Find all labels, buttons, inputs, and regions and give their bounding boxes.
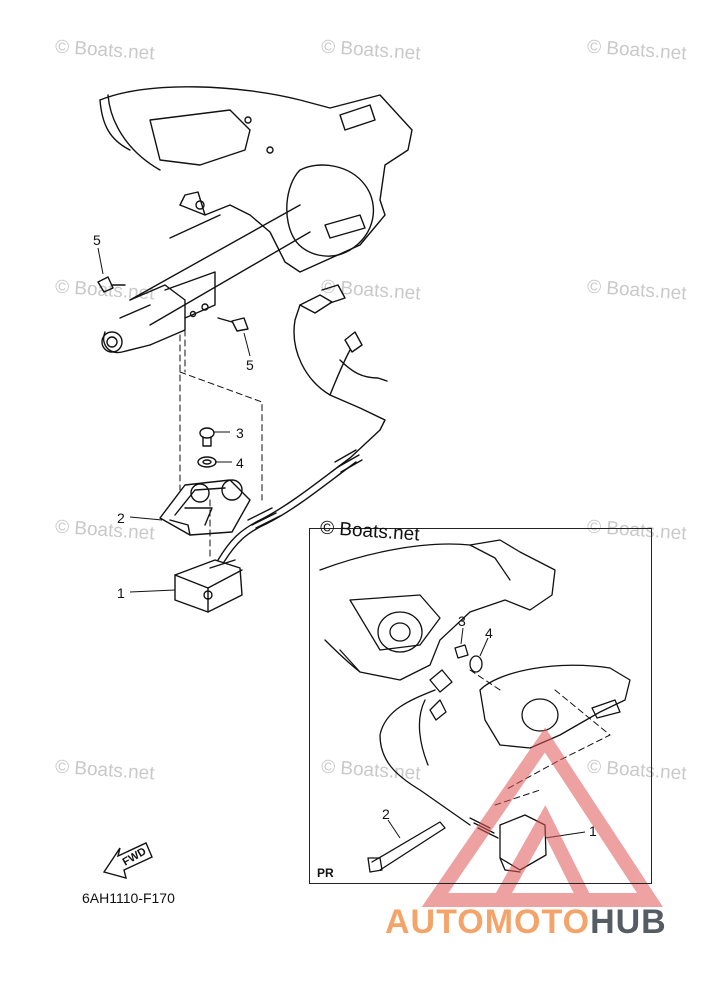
callout-2: 2 — [117, 510, 125, 526]
inset-label-pr: PR — [317, 866, 334, 880]
callout-3: 3 — [236, 425, 244, 441]
callout-5: 5 — [246, 357, 254, 373]
holder-bracket-2-drawing — [159, 479, 251, 536]
logo-part2: HUB — [590, 903, 667, 941]
inset-drawing — [319, 539, 631, 873]
callout-5: 5 — [93, 232, 101, 248]
callout-1: 1 — [117, 585, 125, 601]
wire-harness-drawing — [217, 284, 388, 563]
callout-4: 4 — [236, 455, 244, 471]
inset-callout-2: 2 — [382, 806, 390, 822]
screw-5-lower — [217, 317, 249, 332]
inset-callout-4: 4 — [485, 625, 493, 641]
warning-triangle-icon — [421, 727, 663, 907]
logo-part1: AUTOMOTO — [385, 903, 591, 941]
steering-shaft-drawing — [101, 204, 311, 354]
washer-4-drawing — [197, 456, 217, 468]
swivel-bracket-drawing — [99, 86, 413, 273]
part-code: 6AH1110-F170 — [82, 890, 175, 906]
screw-5-upper — [97, 276, 126, 293]
fwd-arrow-icon — [102, 842, 153, 879]
automotohub-logo: AUTOMOTOHUB — [385, 903, 667, 942]
trim-sensor-1-drawing — [174, 559, 243, 613]
inset-frame — [309, 528, 652, 884]
inset-callout-3: 3 — [458, 613, 466, 629]
screw-3-drawing — [199, 427, 215, 447]
inset-callout-1: 1 — [589, 823, 597, 839]
